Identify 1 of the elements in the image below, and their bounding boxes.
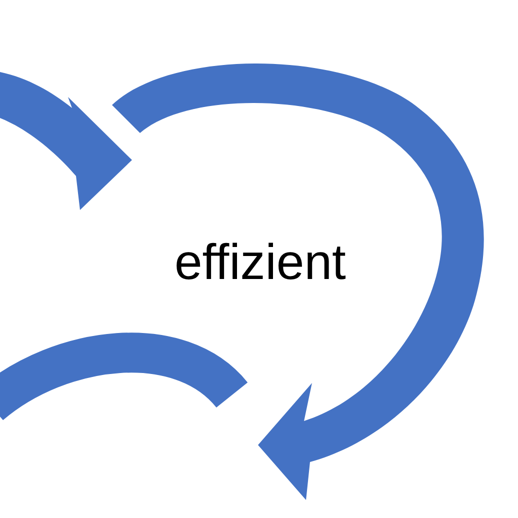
center-label: effizient bbox=[174, 234, 346, 290]
